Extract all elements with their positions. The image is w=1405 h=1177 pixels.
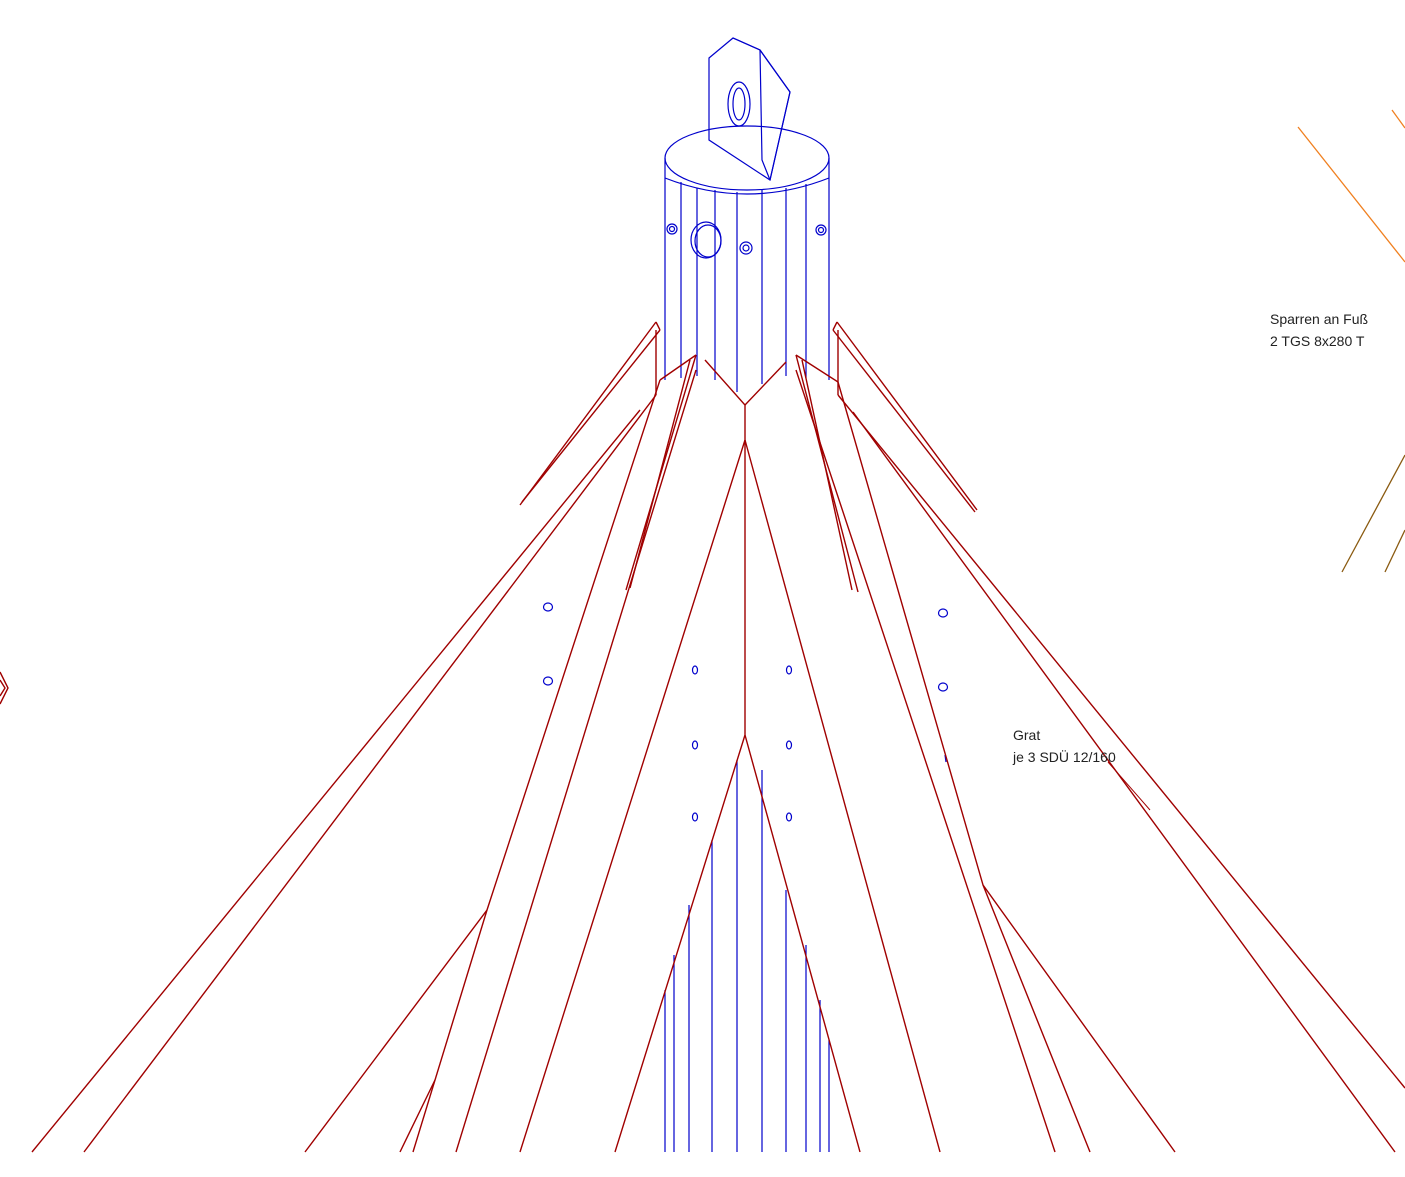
sparren-detail: 2 TGS 8x280 T [1270, 333, 1365, 349]
screw-hole [542, 676, 554, 686]
leader-lines [1107, 109, 1405, 811]
hip-beam-left [519, 359, 746, 1153]
partial-element-left [0, 671, 9, 705]
screw-hole [937, 682, 949, 692]
screw-hole [785, 665, 793, 675]
screw-hole [785, 812, 793, 822]
post-top-cap [664, 125, 830, 191]
sparren-title: Sparren an Fuß [1270, 311, 1368, 327]
post-shaft-upper [664, 178, 830, 392]
screw-hole [785, 740, 793, 750]
screw-hole [542, 602, 554, 612]
bolt [815, 224, 827, 236]
screw-hole [691, 812, 699, 822]
post-shaft-lower [664, 760, 830, 1152]
hip-beam-right [744, 361, 787, 406]
rafters [31, 321, 1405, 1153]
rafter-left-outer [519, 321, 657, 506]
screw-hole [691, 665, 699, 675]
screw-hole [691, 740, 699, 750]
grat-detail: je 3 SDÜ 12/160 [1012, 748, 1116, 765]
grat-title: Grat [1013, 727, 1040, 743]
screw-hole [937, 608, 949, 618]
bolt [666, 223, 678, 235]
screw-holes [542, 602, 949, 822]
post-with-lifting-eye [664, 37, 830, 1152]
rafter-right-outer [836, 321, 978, 511]
annotation-sparren: Sparren an Fuß 2 TGS 8x280 T [1270, 311, 1368, 349]
bolt [739, 241, 753, 255]
annotation-grat: Grat je 3 SDÜ 12/160 [1012, 727, 1116, 765]
